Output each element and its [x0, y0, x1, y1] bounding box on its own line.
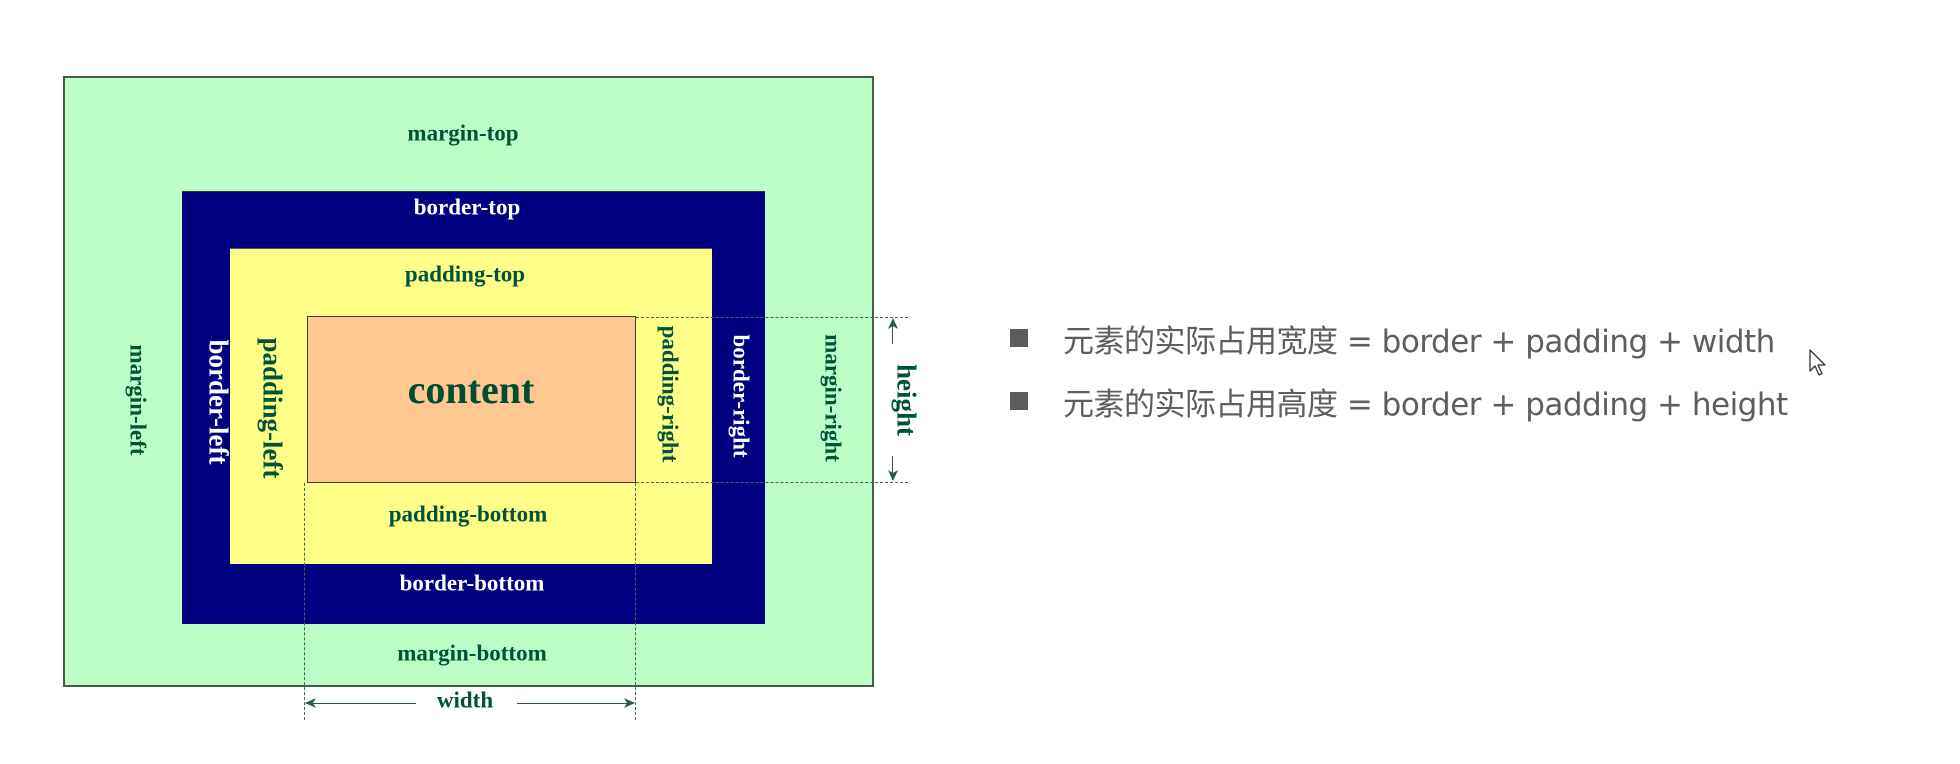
padding-bottom-label: padding-bottom	[388, 501, 548, 527]
margin-left-label: margin-left	[125, 344, 151, 456]
list-item: 元素的实际占用高度 = border + padding + height	[1010, 381, 1788, 423]
width-guide-right	[635, 483, 636, 720]
width-guide-left	[304, 483, 305, 720]
notes-list: 元素的实际占用宽度 = border + padding + width 元素的…	[1010, 318, 1788, 444]
height-guide-top	[636, 317, 908, 318]
border-bottom-label: border-bottom	[399, 570, 545, 596]
margin-bottom-label: margin-bottom	[397, 640, 547, 666]
padding-top-label: padding-top	[404, 261, 526, 287]
arrow-left-icon	[305, 698, 316, 708]
mouse-pointer-icon	[1809, 349, 1826, 376]
height-guide-bottom	[636, 482, 908, 483]
width-arrow-left-line	[306, 703, 416, 704]
padding-right-label: padding-right	[657, 325, 683, 463]
content-area	[307, 316, 636, 483]
width-arrow-right-line	[517, 703, 633, 704]
margin-top-label: margin-top	[407, 120, 519, 146]
square-bullet-icon	[1010, 392, 1028, 410]
arrow-down-icon	[888, 470, 898, 481]
border-left-label: border-left	[203, 339, 234, 465]
height-arrow-bottom-line	[892, 456, 893, 480]
list-item: 元素的实际占用宽度 = border + padding + width	[1010, 318, 1788, 360]
padding-left-label: padding-left	[257, 337, 288, 479]
square-bullet-icon	[1010, 329, 1028, 347]
content-label: content	[407, 367, 535, 412]
border-right-label: border-right	[728, 334, 754, 458]
border-top-label: border-top	[413, 194, 521, 220]
arrow-right-icon	[624, 698, 635, 708]
height-arrow-top-line	[892, 320, 893, 344]
width-label: width	[436, 687, 494, 713]
arrow-up-icon	[888, 318, 898, 329]
note-width-formula: 元素的实际占用宽度 = border + padding + width	[1063, 323, 1775, 360]
margin-right-label: margin-right	[820, 334, 846, 462]
height-label: height	[891, 363, 922, 437]
note-height-formula: 元素的实际占用高度 = border + padding + height	[1063, 386, 1788, 423]
